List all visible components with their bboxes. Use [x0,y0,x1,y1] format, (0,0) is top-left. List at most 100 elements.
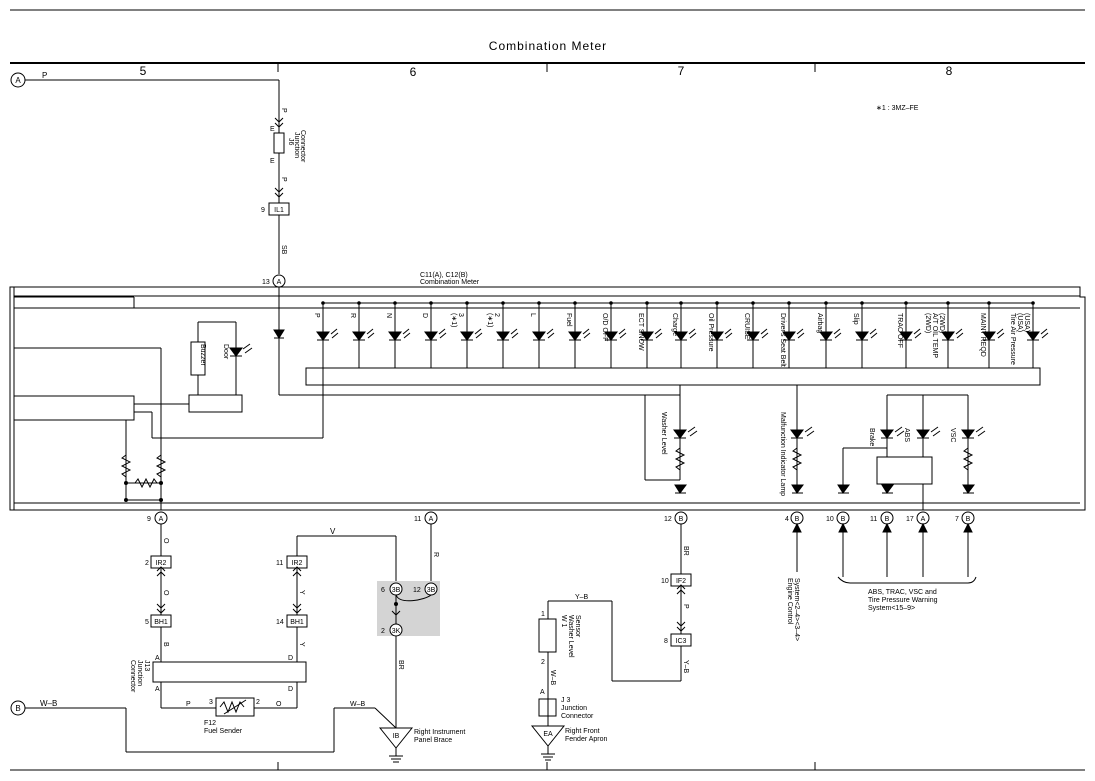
wire-color-label: BR [397,660,404,670]
bus-junction [946,301,950,305]
wire-color-label: B [162,642,169,647]
combination-meter-outline [9,286,1086,511]
j3-label: J 3 [561,697,570,704]
connector-pin: 9 [261,207,265,214]
wire-color-label: Y–B [575,594,589,601]
bus-junction [1031,301,1035,305]
light-rays [1040,328,1049,339]
abs-system-label: ABS, TRAC, VSC and [868,589,937,596]
ea-label: Fender Apron [565,736,608,743]
j13-junction-connector [152,661,307,683]
light-rays [724,328,733,339]
w1-label: W 1 [560,615,567,628]
lamp-label: Airbag [816,313,823,333]
terminal-letter: A [159,516,164,523]
meter-terminals: A 9 A 11 B 12 B 4 B 10 B 11 A 17 B 7 [147,511,975,525]
light-rays [654,328,663,339]
wire-color-label: R [432,552,439,557]
lamp-label: Fuel [565,313,572,327]
lamp-label: (2WD) [938,313,945,333]
mil-label: Malfunction Indicator Lamp [779,412,786,496]
wire-color-label: Y [298,590,305,595]
f12-label: Fuel Sender [204,728,243,735]
wire-color-label: W–B [549,670,556,686]
j13-label: Connector [129,660,136,693]
connector-pin: E [270,126,275,133]
abs-driver-block [876,456,933,485]
lamp-label: 3 [457,313,464,317]
lamp-label: Driver's Seat Belt [779,313,786,367]
connector-label: IR2 [156,560,167,567]
meter-label: Combination Meter [420,279,480,286]
light-rays [760,328,769,339]
indicator-led [710,331,724,341]
connector-pin: 8 [664,638,668,645]
terminal-letter: B [795,516,800,523]
light-rays [869,328,878,339]
connector-pin: A [155,686,160,693]
bus-junction [751,301,755,305]
indicator-led [855,331,869,341]
bus-junction [573,301,577,305]
abs-system-label: System<15–9> [868,605,915,612]
bus-junction [715,301,719,305]
lamp-label: (2WD) [924,313,931,333]
wire-color-label: W–B [350,701,366,708]
light-rays [582,328,591,339]
meter-input-block [13,395,135,421]
bus-junction [537,301,541,305]
j3-label: Junction [561,705,587,712]
lamp-label: (USA) [1016,313,1023,332]
bus-junction [787,301,791,305]
j6-connector [273,132,285,154]
f12-label: F12 [204,720,216,727]
w1-label: Sensor [574,615,581,638]
buzzer [190,341,206,376]
j13-label: J13 [143,660,150,671]
lamp-label: Slip [852,313,859,325]
lamp-label: Oil Pressure [707,313,714,352]
indicator-led [388,331,402,341]
j13-label: Junction [136,660,143,686]
column-7-label: 7 [678,64,685,78]
abs-system-label: Tire Pressure Warning [868,597,938,604]
lamp-label: (∗1) [450,313,457,327]
indicator-led [782,331,796,341]
bus-junction [904,301,908,305]
bus-junction [501,301,505,305]
light-rays [833,328,842,339]
meter-ic-block [305,367,1041,386]
abs-label: ABS [903,428,910,442]
wire-color-label: P [682,604,689,609]
lamp-label: Tire Air Pressure [1009,313,1016,365]
light-rays [996,328,1005,339]
terminal-pin: 13 [262,279,270,286]
door-label: Door [222,344,229,360]
washer-level-label: Washer Level [660,412,667,455]
light-rays [474,328,483,339]
terminal-pin: 12 [664,516,672,523]
footnote: ∗1 : 3MZ–FE [876,105,919,112]
connector-label: IC3 [676,638,687,645]
connector-pin: 6 [381,587,385,594]
lamp-label: Charge [671,313,678,336]
w1-label: Washer Level [567,615,574,658]
indicator-led [496,331,510,341]
connector-pin: 1 [541,611,545,618]
connector-label: 3B [427,587,436,594]
connector-pin: 2 [145,560,149,567]
light-rays [913,328,922,339]
terminal-pin: 4 [785,516,789,523]
lamp-label: 2 [493,313,500,317]
bus-junction [645,301,649,305]
lamp-label: L [529,313,536,317]
light-rays [955,328,964,339]
ib-label: Panel Brace [414,737,452,744]
wire-color-label: P [280,177,287,182]
lamp-label: A/T OIL TEMP [931,313,938,358]
connector-label: IL1 [274,207,284,214]
light-rays [330,328,339,339]
connector-pin: A [155,655,160,662]
indicator-led [941,331,955,341]
